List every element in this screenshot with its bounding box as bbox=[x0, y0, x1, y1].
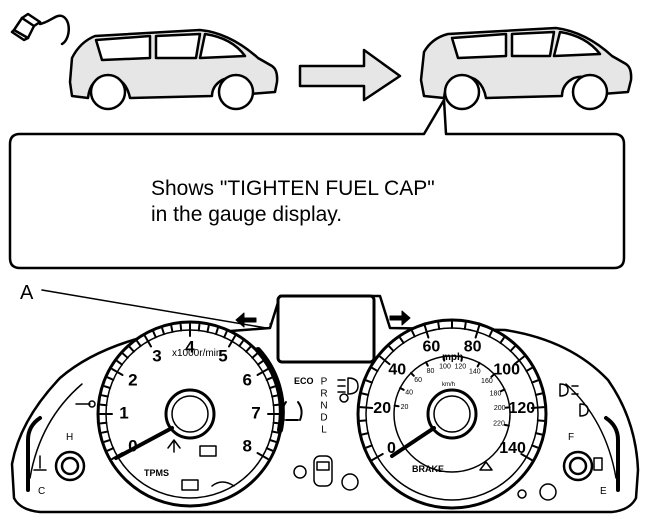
speed-inner-tick-label: 160 bbox=[481, 378, 493, 385]
speed-minor-tick bbox=[536, 433, 542, 434]
car-after-icon bbox=[421, 28, 631, 109]
speed-inner-tick-label: 100 bbox=[439, 363, 451, 370]
speed-tick-label: 140 bbox=[499, 440, 526, 457]
speed-minor-tick bbox=[538, 420, 544, 421]
brake-label: BRAKE bbox=[412, 464, 444, 474]
tach-tick-label: 6 bbox=[242, 370, 251, 389]
tach-minor-tick bbox=[199, 325, 200, 331]
kmh-label: km/h bbox=[442, 382, 455, 388]
tach-minor-tick bbox=[101, 423, 107, 424]
tach-minor-tick bbox=[102, 432, 108, 433]
speed-major-tick bbox=[360, 407, 372, 408]
tpms-label: TPMS bbox=[144, 468, 169, 478]
car-before-icon bbox=[70, 30, 277, 109]
eco-label: ECO bbox=[294, 376, 314, 386]
mph-label: mph bbox=[442, 352, 463, 363]
tach-minor-tick bbox=[272, 432, 278, 433]
tach-minor-tick bbox=[272, 395, 278, 396]
speed-inner-tick bbox=[505, 425, 509, 426]
speed-inner-tick-label: 120 bbox=[454, 364, 466, 371]
speed-minor-tick bbox=[362, 394, 368, 395]
tach-unit: x1000r/min bbox=[172, 348, 221, 359]
speed-inner-tick-label: 180 bbox=[490, 391, 502, 398]
temp-cold-label: C bbox=[38, 486, 45, 497]
speed-inner-tick-label: 200 bbox=[494, 405, 506, 412]
speed-inner-tick-label: 40 bbox=[405, 389, 413, 396]
tach-minor-tick bbox=[101, 405, 107, 406]
tach-tick-label: 0 bbox=[128, 436, 137, 455]
tach-tick-label: 1 bbox=[119, 403, 128, 422]
gear-r: R bbox=[320, 389, 327, 400]
tach-minor-tick bbox=[274, 423, 280, 424]
indicator-dot bbox=[340, 394, 348, 402]
speed-inner-tick bbox=[395, 406, 399, 407]
small-knob bbox=[518, 490, 526, 498]
speed-minor-tick bbox=[536, 394, 542, 395]
speed-inner-tick-label: 220 bbox=[493, 421, 505, 428]
turn-right-arrow-icon bbox=[390, 311, 410, 325]
tach-minor-tick bbox=[171, 326, 172, 332]
speed-tick-label: 80 bbox=[464, 338, 482, 355]
temp-hot-label: H bbox=[66, 432, 73, 443]
speed-tick-label: 100 bbox=[493, 362, 520, 379]
speed-minor-tick bbox=[362, 433, 368, 434]
fuel-cap-icon bbox=[12, 14, 69, 44]
speed-tick-label: 0 bbox=[387, 440, 396, 457]
speed-inner-tick-label: 20 bbox=[401, 404, 409, 411]
abs-icon bbox=[342, 474, 358, 490]
label-a: A bbox=[20, 282, 33, 305]
tach-tick-label: 7 bbox=[251, 403, 260, 422]
callout-message: Shows "TIGHTEN FUEL CAP" in the gauge di… bbox=[151, 176, 435, 228]
gear-d: D bbox=[320, 413, 327, 424]
trip-knob bbox=[540, 484, 556, 500]
fuel-full-label: F bbox=[568, 432, 574, 443]
speed-inner-tick-label: 60 bbox=[414, 377, 422, 384]
gauge-display bbox=[278, 296, 374, 362]
speed-minor-tick bbox=[360, 420, 366, 421]
gear-l: L bbox=[321, 425, 327, 436]
callout-line-1: Shows "TIGHTEN FUEL CAP" bbox=[151, 176, 435, 202]
tach-tick-label: 2 bbox=[128, 370, 137, 389]
speed-tick-label: 60 bbox=[423, 338, 441, 355]
speed-inner-tick-label: 80 bbox=[427, 368, 435, 375]
tach-tick-label: 3 bbox=[152, 346, 161, 365]
arrow-right-icon bbox=[300, 50, 400, 100]
gear-n: N bbox=[320, 401, 327, 412]
tach-tick-label: 8 bbox=[242, 436, 251, 455]
fuel-empty-label: E bbox=[600, 486, 607, 497]
speed-tick-label: 120 bbox=[508, 400, 535, 417]
tach-minor-tick bbox=[102, 395, 108, 396]
tach-minor-tick bbox=[274, 405, 280, 406]
speed-minor-tick bbox=[465, 323, 466, 329]
tach-minor-tick bbox=[181, 325, 182, 331]
gear-p: P bbox=[321, 377, 328, 388]
speed-tick-label: 40 bbox=[388, 362, 406, 379]
indicator-icon bbox=[294, 466, 306, 478]
speed-inner-tick-label: 140 bbox=[469, 369, 481, 376]
car-top-view-icon bbox=[314, 456, 332, 486]
callout-line-2: in the gauge display. bbox=[151, 202, 435, 228]
tach-minor-tick bbox=[208, 326, 209, 332]
speed-minor-tick bbox=[438, 323, 439, 329]
speed-tick-label: 20 bbox=[373, 400, 391, 417]
